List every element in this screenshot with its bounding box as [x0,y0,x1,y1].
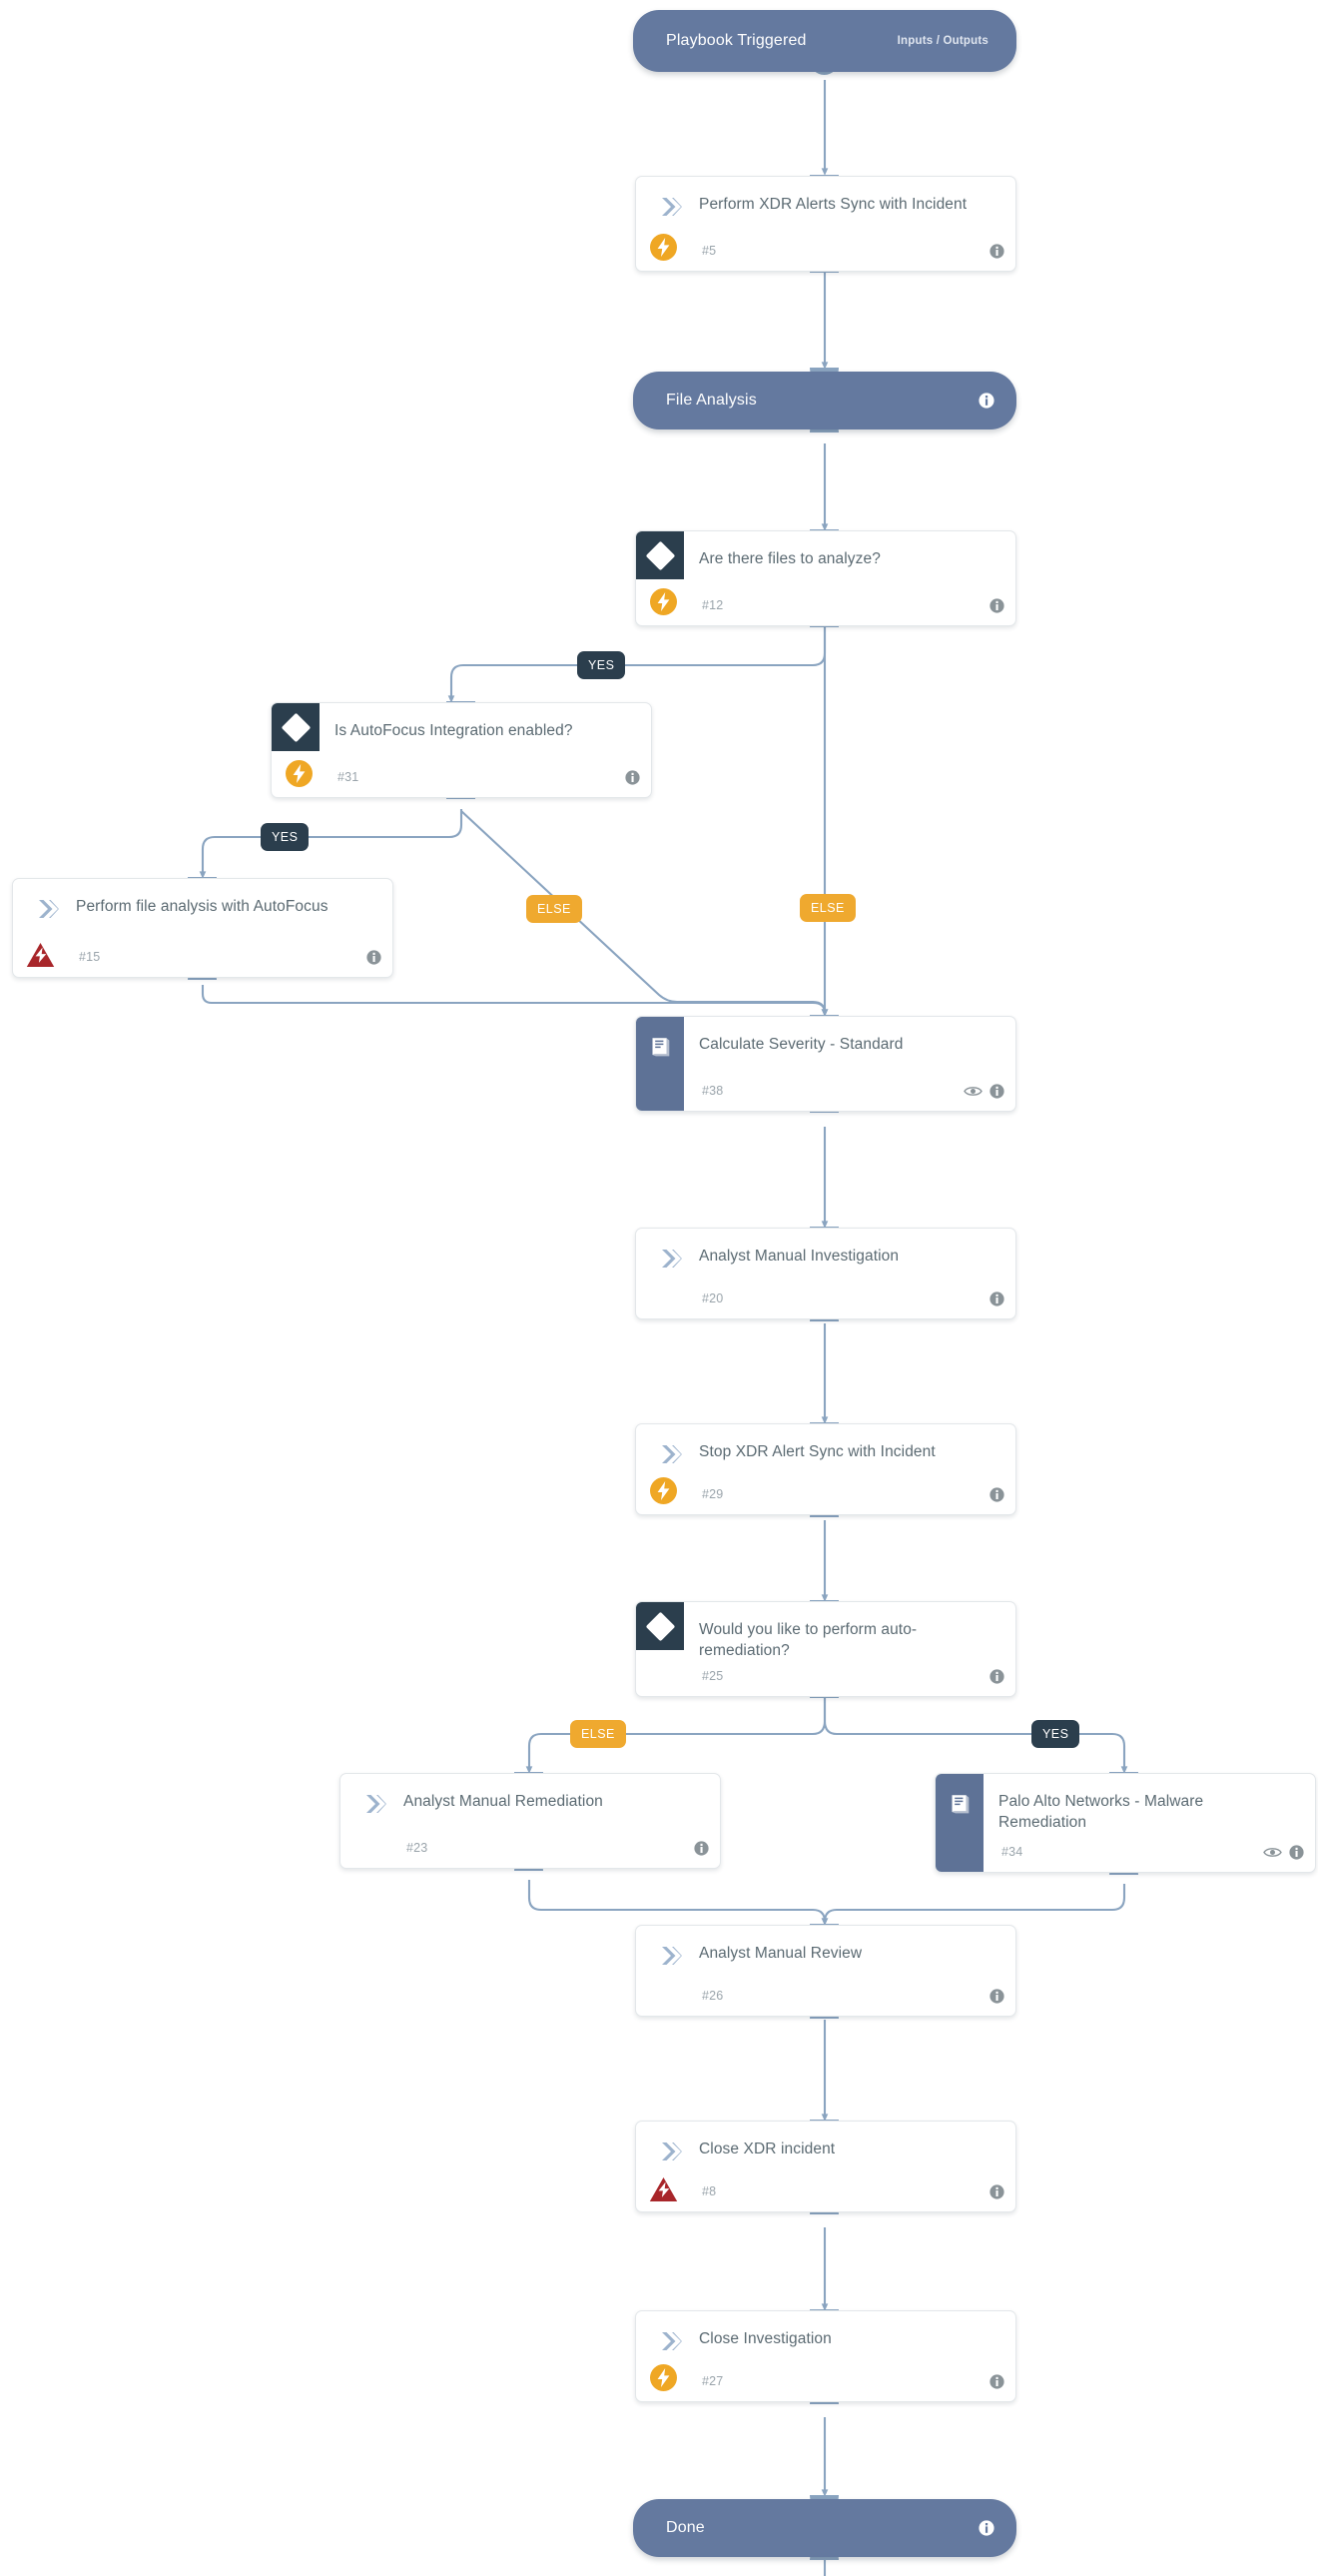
chevron-icon [660,2142,682,2161]
info-icon[interactable] [989,1989,1004,2004]
warning-badge [649,2176,678,2202]
eye-icon[interactable] [964,1085,983,1098]
book-icon [636,1017,684,1111]
node-analyst-manual-remediation[interactable]: Analyst Manual Remediation #23 [339,1773,721,1869]
bolt-badge [650,2364,677,2391]
eye-icon[interactable] [1263,1846,1282,1859]
node-title: Analyst Manual Remediation [403,1793,603,1810]
info-icon[interactable] [366,950,381,965]
node-close-xdr-incident[interactable]: Close XDR incident #8 [635,2121,1016,2212]
node-title: Calculate Severity - Standard [699,1036,904,1053]
node-title: Stop XDR Alert Sync with Incident [699,1443,936,1460]
bolt-badge [650,588,677,615]
start-node-playbook-triggered[interactable]: Playbook Triggered Inputs / Outputs [633,10,1016,72]
node-title: Analyst Manual Investigation [699,1248,900,1265]
node-stop-xdr-alert-sync[interactable]: Stop XDR Alert Sync with Incident #29 [635,1423,1016,1515]
end-node-label: Done [666,2519,705,2536]
branch-tag-autofocus-else[interactable]: ELSE [526,895,582,923]
node-id: #27 [702,2374,724,2388]
node-id: #29 [702,1487,724,1501]
node-title: Perform XDR Alerts Sync with Incident [699,196,968,213]
node-analyst-manual-investigation[interactable]: Analyst Manual Investigation #20 [635,1228,1016,1319]
chevron-icon [37,899,59,919]
chevron-icon [364,1794,386,1814]
node-id: #20 [702,1291,724,1305]
node-id: #26 [702,1989,724,2003]
book-icon [936,1774,984,1872]
info-icon[interactable] [989,2184,1004,2199]
branch-tag-autofocus-yes[interactable]: YES [261,823,310,851]
info-icon[interactable] [989,1669,1004,1684]
node-is-autofocus-integration-enabled[interactable]: Is AutoFocus Integration enabled? #31 [271,702,652,798]
node-id: #38 [702,1084,724,1098]
node-id: #8 [702,2184,717,2198]
bolt-badge [286,760,313,787]
info-icon[interactable] [694,1841,709,1856]
branch-tag-files-else[interactable]: ELSE [800,894,856,922]
branch-tag-files-yes[interactable]: YES [577,651,626,679]
node-id: #25 [702,1669,724,1683]
chevron-icon [660,1249,682,1269]
info-icon[interactable] [989,1487,1004,1502]
info-icon[interactable] [1289,1845,1304,1860]
info-icon[interactable] [989,1291,1004,1306]
info-icon[interactable] [979,393,994,409]
node-calculate-severity-standard[interactable]: Calculate Severity - Standard #38 [635,1016,1016,1112]
node-title: Palo Alto Networks - Malware Remediation [998,1793,1204,1831]
start-node-label: Playbook Triggered [666,32,807,49]
node-perform-xdr-alerts-sync[interactable]: Perform XDR Alerts Sync with Incident #5 [635,176,1016,272]
start-node-inputs-outputs-link[interactable]: Inputs / Outputs [897,35,988,47]
node-id: #5 [702,244,717,258]
info-icon[interactable] [989,1084,1004,1099]
branch-tag-remediation-yes[interactable]: YES [1031,1720,1080,1748]
node-id: #23 [406,1841,428,1855]
node-would-you-like-auto-remediation[interactable]: Would you like to perform auto-remediati… [635,1601,1016,1697]
node-title: Would you like to perform auto-remediati… [699,1621,918,1659]
bolt-badge [650,1477,677,1504]
node-palo-alto-networks-malware-remediation[interactable]: Palo Alto Networks - Malware Remediation… [935,1773,1316,1873]
info-icon[interactable] [625,770,640,785]
node-close-investigation[interactable]: Close Investigation #27 [635,2310,1016,2402]
node-title: Analyst Manual Review [699,1945,863,1962]
chevron-icon [660,1444,682,1464]
node-id: #34 [1001,1845,1023,1859]
node-analyst-manual-review[interactable]: Analyst Manual Review #26 [635,1925,1016,2017]
diamond-icon [272,703,320,751]
branch-tag-remediation-else[interactable]: ELSE [570,1720,626,1748]
node-title: Perform file analysis with AutoFocus [76,898,329,915]
diamond-icon [636,1602,684,1650]
end-node-done[interactable]: Done [633,2499,1016,2557]
node-id: #31 [337,770,359,784]
info-icon[interactable] [989,244,1004,259]
node-id: #15 [79,950,101,964]
node-title: Are there files to analyze? [699,550,881,567]
node-perform-file-analysis-with-autofocus[interactable]: Perform file analysis with AutoFocus #15 [12,878,393,978]
chevron-icon [660,2331,682,2351]
node-title: Close XDR incident [699,2141,836,2157]
bolt-badge [650,234,677,261]
info-icon[interactable] [979,2520,994,2536]
node-are-there-files-to-analyze[interactable]: Are there files to analyze? #12 [635,530,1016,626]
node-title: Close Investigation [699,2330,832,2347]
warning-badge [26,942,55,968]
chevron-icon [660,1946,682,1966]
node-id: #12 [702,598,724,612]
node-title: Is AutoFocus Integration enabled? [334,722,573,739]
section-node-label: File Analysis [666,392,757,409]
chevron-icon [660,197,682,217]
info-icon[interactable] [989,598,1004,613]
section-node-file-analysis[interactable]: File Analysis [633,372,1016,429]
info-icon[interactable] [989,2374,1004,2389]
diamond-icon [636,531,684,579]
